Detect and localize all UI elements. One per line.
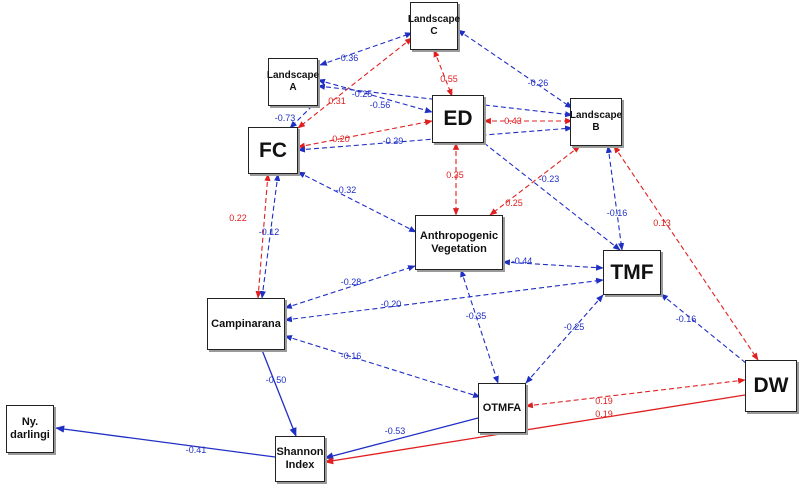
- coefficient-label: -0.28: [341, 277, 362, 287]
- coefficient-label: 0.43: [504, 116, 522, 126]
- path-arrow-anthropogenic-tmf: [502, 259, 604, 271]
- coefficient-label: 0.19: [595, 396, 613, 406]
- path-arrow-shannon-ny: [55, 425, 276, 458]
- path-arrow-anthropogenic-otmfa: [460, 269, 499, 384]
- path-arrow-otmfa-tmf: [525, 294, 604, 384]
- node-label: Landscape A: [266, 70, 320, 93]
- node-label: Ny. darlingi: [10, 416, 50, 441]
- node-label: ED: [443, 107, 473, 130]
- node-ed: ED: [432, 95, 484, 143]
- coefficient-label: -0.23: [539, 174, 560, 184]
- path-arrow-landscape-b-anthropogenic: [489, 145, 581, 216]
- coefficient-label: 0.19: [595, 409, 613, 419]
- coefficient-label: -0.20: [381, 299, 402, 309]
- coefficient-label: 0.55: [440, 74, 458, 84]
- path-arrow-landscape-c-ed: [433, 49, 453, 97]
- coefficient-label: -0.29: [383, 136, 404, 146]
- coefficient-label: 0.25: [505, 198, 523, 208]
- node-fc: FC: [248, 127, 298, 174]
- coefficient-label: -0.26: [528, 78, 549, 88]
- node-label: Anthropogenic Vegetation: [419, 229, 499, 255]
- node-label: Landscape C: [407, 14, 461, 37]
- node-label: Shannon Index: [276, 446, 324, 471]
- path-arrow-fc-anthropogenic: [297, 171, 417, 233]
- coefficient-label: -0.12: [259, 227, 280, 237]
- path-arrow-otmfa-shannon: [324, 417, 479, 460]
- path-arrow-dw-shannon: [324, 394, 746, 465]
- coefficient-label: -0.73: [275, 113, 296, 123]
- path-arrow-tmf-dw: [660, 293, 753, 369]
- node-label: FC: [259, 138, 287, 162]
- path-arrow-campinarana-otmfa: [284, 335, 481, 398]
- coefficient-label: -0.41: [186, 445, 207, 455]
- node-anthropogenic-vegetation: Anthropogenic Vegetation: [415, 215, 503, 270]
- coefficient-label: -0.56: [370, 100, 391, 110]
- node-label: OTMFA: [482, 401, 522, 414]
- node-landscape-b: Landscape B: [570, 98, 622, 146]
- node-tmf: TMF: [603, 250, 661, 295]
- coefficient-label: -0.32: [336, 185, 357, 195]
- node-label: DW: [753, 374, 789, 397]
- coefficient-label: -0.44: [512, 256, 533, 266]
- coefficient-label: 0.13: [653, 218, 671, 228]
- path-arrow-campinarana-tmf: [284, 277, 604, 323]
- coefficient-label: -0.16: [676, 314, 697, 324]
- coefficient-label: 0.22: [229, 213, 247, 223]
- path-arrow-landscape-b-tmf: [605, 145, 625, 251]
- node-landscape-c: Landscape C: [407, 2, 461, 50]
- path-arrow-campinarana-shannon: [261, 349, 297, 437]
- node-dw: DW: [745, 360, 797, 412]
- path-arrows: [55, 29, 759, 465]
- path-arrow-landscape-a-fc: [289, 99, 319, 129]
- node-otmfa: OTMFA: [478, 383, 526, 433]
- coefficient-label: -0.35: [466, 311, 487, 321]
- node-label: Landscape B: [569, 110, 623, 133]
- node-ny-darlingi: Ny. darlingi: [6, 405, 54, 453]
- path-arrow-landscape-b-dw: [613, 145, 759, 361]
- node-campinarana: Campinarana: [207, 298, 285, 350]
- coefficient-label: -0.53: [385, 426, 406, 436]
- coefficient-label: -0.16: [341, 351, 362, 361]
- coefficient-label: 0.20: [332, 134, 350, 144]
- coefficient-label: 0.35: [446, 170, 464, 180]
- path-arrow-ed-tmf: [483, 142, 621, 251]
- path-arrow-otmfa-dw: [525, 377, 746, 409]
- node-landscape-a: Landscape A: [266, 58, 320, 106]
- coefficient-label: -0.25: [564, 322, 585, 332]
- coefficient-label: -0.36: [338, 53, 359, 63]
- path-arrow-fc-ed: [297, 119, 433, 149]
- node-shannon-index: Shannon Index: [275, 436, 325, 482]
- coefficient-label: 0.31: [328, 96, 346, 106]
- node-label: Campinarana: [211, 317, 281, 330]
- node-label: TMF: [610, 260, 654, 284]
- coefficient-label: -0.25: [352, 89, 373, 99]
- coefficient-label: -0.16: [607, 208, 628, 218]
- coefficient-label: -0.50: [266, 375, 287, 385]
- path-arrow-landscape-a-landscape-b: [317, 83, 573, 118]
- path-arrow-fc-campinarana: [259, 173, 281, 299]
